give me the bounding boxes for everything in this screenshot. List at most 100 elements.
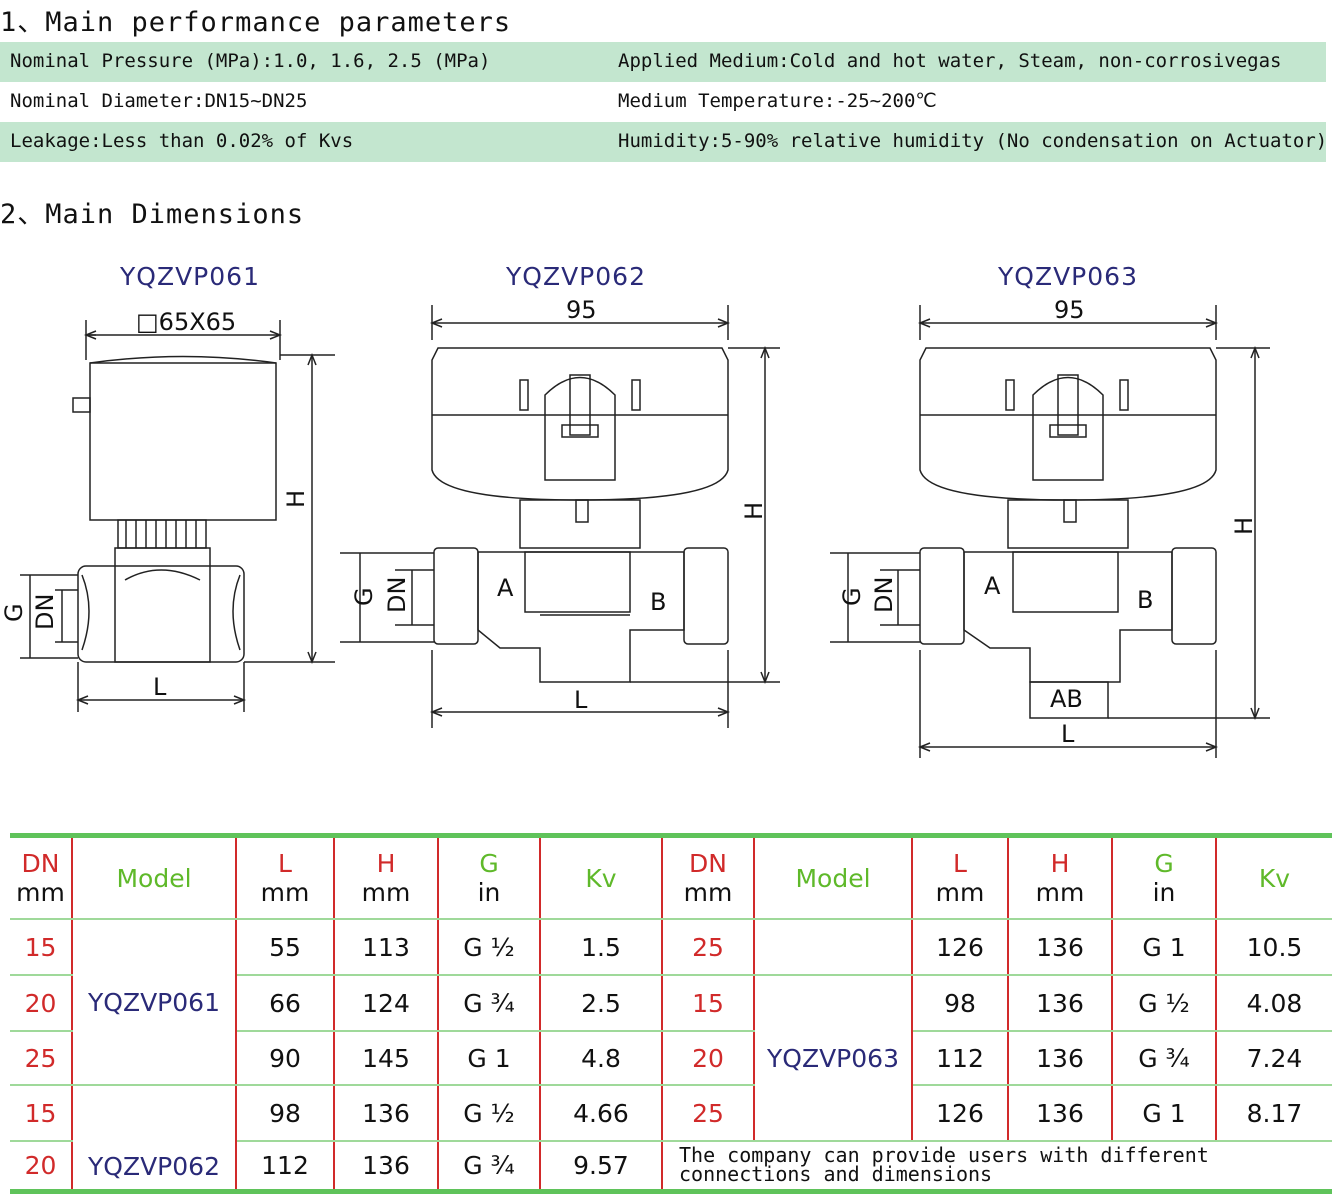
cell-l: 112	[912, 1031, 1009, 1086]
cell-g: G 1	[1112, 919, 1217, 976]
g-label-m2: G	[350, 587, 378, 606]
cell-g: G 1	[438, 1031, 541, 1086]
width-label-m3: 95	[1054, 296, 1085, 324]
param-nominal-pressure: Nominal Pressure (MPa):1.0, 1.6, 2.5 (MP…	[10, 50, 491, 72]
cell-g: G ½	[1112, 975, 1217, 1032]
cell-g: G ½	[438, 919, 541, 976]
cell-dn: 20	[662, 1031, 755, 1086]
cell-kv: 10.5	[1216, 919, 1332, 976]
port-b-m3: B	[1137, 586, 1153, 614]
width-label-m1: □65X65	[136, 308, 236, 336]
cell-kv: 1.5	[540, 919, 663, 976]
dn-label-m2: DN	[383, 577, 411, 613]
l-label-m3: L	[1061, 720, 1075, 748]
param-applied-medium: Applied Medium:Cold and hot water, Steam…	[618, 50, 1282, 72]
cell-h: 145	[334, 1031, 439, 1086]
cell-l: 55	[236, 919, 335, 976]
h-label-m2: H	[740, 502, 768, 520]
model-title-yqzvp061: YQZVP061	[120, 262, 260, 291]
cell-dn: 25	[10, 1031, 73, 1086]
cell-model-empty	[754, 919, 913, 976]
cell-g: G 1	[1112, 1085, 1217, 1142]
port-a-m3: A	[984, 572, 1001, 600]
cell-model-yqzvp063: YQZVP063	[754, 975, 913, 1142]
header-kv: Kv	[540, 835, 663, 920]
g-label-m1: G	[0, 603, 28, 622]
cell-h: 124	[334, 975, 439, 1032]
section-title-performance: 1、Main performance parameters	[0, 7, 512, 38]
cell-dn: 15	[10, 1085, 73, 1142]
param-row: Nominal Pressure (MPa):1.0, 1.6, 2.5 (MP…	[0, 42, 1326, 82]
cell-dn: 15	[662, 975, 755, 1032]
table-row: 20 66 124 G ¾ 2.5 15 YQZVP063 98 136 G ½…	[10, 975, 1332, 1142]
l-label-m2: L	[574, 686, 588, 714]
drawing-yqzvp062	[340, 305, 780, 728]
cell-h: 136	[334, 1085, 439, 1142]
cell-dn: 20	[10, 975, 73, 1032]
cell-l: 98	[236, 1085, 335, 1142]
width-label-m2: 95	[566, 296, 597, 324]
cell-dn: 25	[662, 1085, 755, 1142]
cell-l: 126	[912, 919, 1009, 976]
cell-g: G ¾	[438, 975, 541, 1032]
cell-dn: 15	[10, 919, 73, 976]
dimension-drawings: □65X65 95 95 L L L H H H G DN G DN G DN …	[0, 296, 1270, 758]
header-kv-right: Kv	[1216, 835, 1332, 920]
cell-h: 113	[334, 919, 439, 976]
port-ab-m3: AB	[1050, 685, 1083, 713]
cell-h: 136	[334, 1141, 439, 1192]
cell-kv: 4.08	[1216, 975, 1332, 1032]
h-label-m3: H	[1230, 517, 1258, 535]
cell-l: 126	[912, 1085, 1009, 1142]
model-title-yqzvp063: YQZVP063	[998, 262, 1138, 291]
table-note: The company can provide users with diffe…	[662, 1141, 1332, 1192]
cell-h: 136	[1008, 975, 1113, 1032]
cell-l: 112	[236, 1141, 335, 1192]
table-row: 25 90 145 G 1 4.8 20 112 136 G ¾ 7.24	[10, 1031, 1332, 1086]
table-row: 20 112 136 G ¾ 9.57 The company can prov…	[10, 1141, 1332, 1192]
cell-model-yqzvp061: YQZVP061	[72, 919, 237, 1086]
g-label-m3: G	[838, 587, 866, 606]
cell-model-yqzvp062: YQZVP062	[72, 1085, 237, 1192]
cell-h: 136	[1008, 919, 1113, 976]
header-model: Model	[72, 835, 237, 920]
cell-dn: 20	[10, 1141, 73, 1192]
cell-l: 66	[236, 975, 335, 1032]
param-row: Leakage:Less than 0.02% of Kvs Humidity:…	[0, 122, 1328, 162]
port-b-m2: B	[650, 588, 666, 616]
drawing-yqzvp063	[830, 305, 1270, 758]
cell-g: G ½	[438, 1085, 541, 1142]
h-label-m1: H	[282, 490, 310, 508]
cell-kv: 7.24	[1216, 1031, 1332, 1086]
cell-kv: 8.17	[1216, 1085, 1332, 1142]
param-medium-temperature: Medium Temperature:-25~200℃	[618, 90, 937, 112]
l-label-m1: L	[153, 673, 167, 701]
header-model-right: Model	[754, 835, 913, 920]
param-humidity: Humidity:5-90% relative humidity (No con…	[618, 130, 1328, 152]
param-leakage: Leakage:Less than 0.02% of Kvs	[10, 130, 354, 152]
dn-label-m1: DN	[31, 594, 59, 630]
cell-g: G ¾	[1112, 1031, 1217, 1086]
param-row: Nominal Diameter:DN15~DN25 Medium Temper…	[0, 82, 1326, 122]
cell-kv: 9.57	[540, 1141, 663, 1192]
cell-g: G ¾	[438, 1141, 541, 1192]
table-row: 15 YQZVP062 98 136 G ½ 4.66 25 126 136 G…	[10, 1085, 1332, 1192]
section-title-dimensions: 2、Main Dimensions	[0, 199, 305, 230]
cell-h: 136	[1008, 1085, 1113, 1142]
cell-dn: 25	[662, 919, 755, 976]
cell-kv: 2.5	[540, 975, 663, 1032]
cell-l: 98	[912, 975, 1009, 1032]
cell-l: 90	[236, 1031, 335, 1086]
cell-h: 136	[1008, 1031, 1113, 1086]
model-title-yqzvp062: YQZVP062	[506, 262, 646, 291]
